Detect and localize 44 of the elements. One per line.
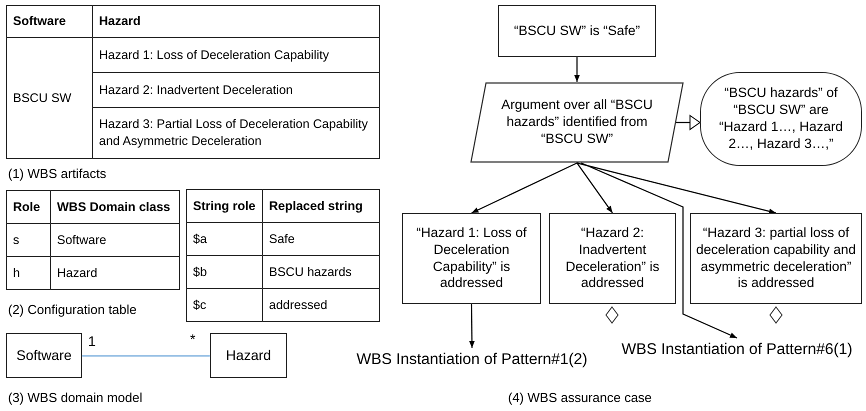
table-cell: Hazard — [50, 256, 180, 290]
caption: (3) WBS domain model — [8, 390, 142, 405]
multiplicity-label: 1 — [88, 333, 96, 349]
context-rounded-box: “BSCU hazards” of “BSCU SW” are “Hazard 1…, Hazard 2…, Hazard 3…,” — [700, 72, 862, 166]
table-cell: BSCU hazards — [262, 256, 380, 288]
table-cell: BSCU SW — [6, 38, 92, 158]
arrow — [574, 57, 580, 82]
arrow — [576, 162, 776, 214]
arrow — [469, 304, 475, 348]
arrow — [471, 162, 578, 214]
table-cell: s — [6, 224, 50, 256]
table-cell: h — [6, 256, 50, 290]
table-cell: $b — [186, 256, 262, 288]
multiplicity-label: * — [190, 331, 196, 347]
table-cell: Hazard 1: Loss of Deceleration Capability — [92, 38, 380, 72]
pattern-reference-text: WBS Instantiation of Pattern#6(1) — [612, 338, 862, 362]
goal-box: “Hazard 2: Inadvertent Deceleration” is addressed — [549, 213, 676, 304]
header-cell: Software — [6, 6, 92, 38]
table-cell: $c — [186, 288, 262, 322]
table-cell: Safe — [262, 222, 380, 256]
class-box: Hazard — [210, 333, 287, 378]
header-cell: Hazard — [92, 6, 380, 38]
table-cell: Software — [50, 224, 180, 256]
goal-box: “Hazard 1: Loss of Deceleration Capability” is addressed — [402, 213, 541, 304]
table-cell: addressed — [262, 288, 380, 322]
header-cell: String role — [186, 190, 262, 222]
table-cell: $a — [186, 222, 262, 256]
header-cell: Role — [6, 190, 50, 224]
arrow — [676, 114, 700, 130]
strategy-parallelogram: Argument over all “BSCU hazards” identified from “BSCU SW” — [470, 82, 684, 163]
association-line — [82, 355, 210, 357]
caption: (4) WBS assurance case — [508, 390, 652, 405]
goal-box: “Hazard 3: partial loss of deceleration capability and asymmetric deceleration” is addressed — [690, 213, 862, 304]
table-cell: Hazard 2: Inadvertent Deceleration — [92, 72, 380, 108]
table-cell: Hazard 3: Partial Loss of Deceleration Capability and Asymmetric Deceleration — [92, 108, 380, 158]
caption: (1) WBS artifacts — [8, 166, 106, 181]
header-cell: WBS Domain class — [50, 190, 180, 224]
goal-box: “BSCU SW” is “Safe” — [498, 5, 656, 57]
header-cell: Replaced string — [262, 190, 380, 222]
class-box: Software — [6, 333, 82, 378]
arrow — [581, 162, 738, 339]
caption: (2) Configuration table — [8, 302, 137, 317]
pattern-reference-text: WBS Instantiation of Pattern#1(2) — [330, 348, 614, 372]
arrow — [576, 162, 613, 214]
